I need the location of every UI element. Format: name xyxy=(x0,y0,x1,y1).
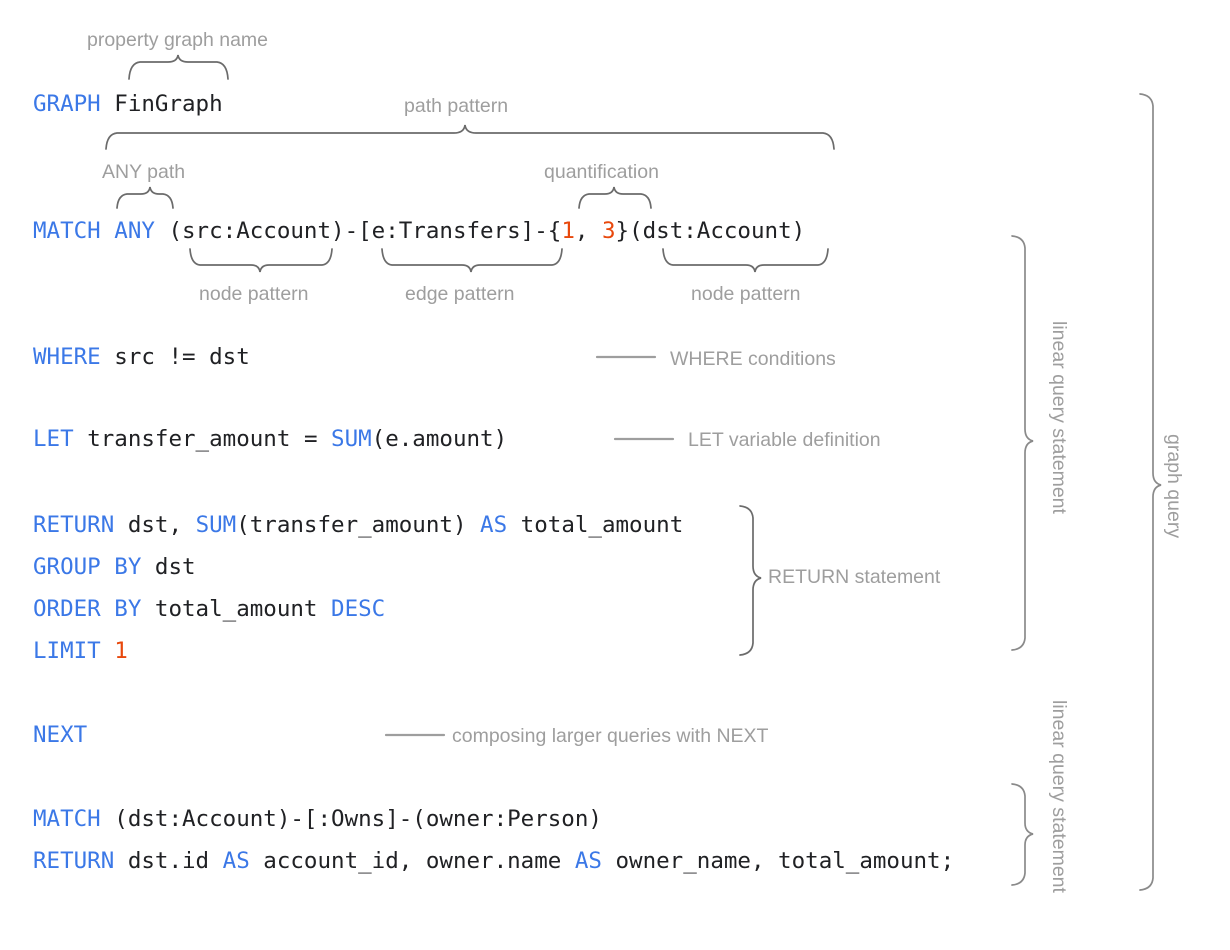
group-by-expression: dst xyxy=(154,554,196,580)
quantifier-lower-bound: 1 xyxy=(561,218,575,244)
code-line-match: MATCH ANY (src:Account)-[e:Transfers]-{1… xyxy=(33,220,805,243)
keyword-group-by: GROUP BY xyxy=(33,554,142,580)
owns-path-pattern: (dst:Account)-[:Owns]-(owner:Person) xyxy=(114,806,602,832)
dash-1: - xyxy=(344,218,359,244)
brace-edge-pattern xyxy=(381,248,563,273)
code-line-limit: LIMIT 1 xyxy=(33,640,128,663)
brace-node-pattern-left xyxy=(189,248,333,273)
label-path-pattern: path pattern xyxy=(404,95,509,117)
dash-2: - xyxy=(534,218,548,244)
label-linear-query-statement-2: linear query statement xyxy=(1048,700,1070,893)
keyword-return: RETURN xyxy=(33,512,115,538)
space xyxy=(290,426,304,452)
space xyxy=(101,91,115,117)
space xyxy=(141,554,155,580)
code-line-order-by: ORDER BY total_amount DESC xyxy=(33,598,385,621)
brace-quantification xyxy=(578,186,652,209)
brace-property-graph-name xyxy=(128,54,229,80)
function-sum: SUM xyxy=(195,512,237,538)
return2-alias-1: account_id, owner.name xyxy=(249,848,575,874)
code-line-group-by: GROUP BY dst xyxy=(33,556,196,579)
space xyxy=(114,512,128,538)
quantifier-upper-bound: 3 xyxy=(601,218,616,244)
space xyxy=(101,638,115,664)
brace-linear-query-statement-1 xyxy=(1011,235,1034,651)
label-node-pattern-right: node pattern xyxy=(691,283,801,305)
label-edge-pattern: edge pattern xyxy=(405,283,515,305)
keyword-as: AS xyxy=(480,512,508,538)
label-where-conditions: WHERE conditions xyxy=(670,348,836,370)
space xyxy=(317,596,331,622)
keyword-as: AS xyxy=(574,848,602,874)
keyword-return: RETURN xyxy=(33,848,115,874)
space xyxy=(101,344,115,370)
label-let-variable-definition: LET variable definition xyxy=(688,429,881,451)
space xyxy=(101,806,115,832)
order-by-expression: total_amount xyxy=(154,596,318,622)
keyword-limit: LIMIT xyxy=(33,638,101,664)
return2-alias-2: owner_name, total_amount; xyxy=(601,848,955,874)
keyword-graph: GRAPH xyxy=(33,91,101,117)
brace-linear-query-statement-2 xyxy=(1011,783,1034,886)
keyword-any: ANY xyxy=(114,218,155,244)
space xyxy=(101,218,115,244)
label-property-graph-name: property graph name xyxy=(87,29,269,51)
label-any-path: ANY path xyxy=(102,161,186,183)
limit-value: 1 xyxy=(114,638,128,664)
quantifier-separator: , xyxy=(574,218,602,244)
brace-any-path xyxy=(116,186,174,209)
brace-graph-query xyxy=(1139,93,1162,891)
node-pattern-dst: (dst:Account) xyxy=(629,218,806,244)
code-line-return-2: RETURN dst.id AS account_id, owner.name … xyxy=(33,850,954,873)
label-next-composing: composing larger queries with NEXT xyxy=(452,725,769,747)
code-line-graph: GRAPH FinGraph xyxy=(33,93,223,116)
where-expression: src != dst xyxy=(114,344,250,370)
space xyxy=(141,596,155,622)
code-line-next: NEXT xyxy=(33,724,87,747)
label-graph-query: graph query xyxy=(1163,434,1185,539)
code-line-let: LET transfer_amount = SUM(e.amount) xyxy=(33,428,507,451)
label-quantification: quantification xyxy=(544,161,659,183)
label-linear-query-statement-1: linear query statement xyxy=(1048,321,1070,514)
return-columns: dst, xyxy=(127,512,196,538)
edge-pattern-transfers: [e:Transfers] xyxy=(358,218,535,244)
code-line-return-1: RETURN dst, SUM(transfer_amount) AS tota… xyxy=(33,514,683,537)
brace-return-statement xyxy=(739,505,762,656)
space xyxy=(114,848,128,874)
arrowhead-let xyxy=(606,432,622,446)
quantifier-close-brace: } xyxy=(615,218,630,244)
brace-path-pattern xyxy=(105,124,835,150)
function-sum: SUM xyxy=(331,426,372,452)
code-line-where: WHERE src != dst xyxy=(33,346,250,369)
graph-name-value: FinGraph xyxy=(114,91,223,117)
arrowhead-next xyxy=(377,728,393,742)
label-return-statement: RETURN statement xyxy=(768,566,941,588)
keyword-let: LET xyxy=(33,426,74,452)
code-line-match-2: MATCH (dst:Account)-[:Owns]-(owner:Perso… xyxy=(33,808,602,831)
label-node-pattern-left: node pattern xyxy=(199,283,309,305)
let-variable-name: transfer_amount xyxy=(87,426,291,452)
space xyxy=(155,218,169,244)
keyword-desc: DESC xyxy=(331,596,386,622)
keyword-next: NEXT xyxy=(33,722,88,748)
equals-sign: = xyxy=(303,426,318,452)
sum-argument: (transfer_amount) xyxy=(236,512,481,538)
keyword-match: MATCH xyxy=(33,218,101,244)
node-pattern-src: (src:Account) xyxy=(168,218,345,244)
arrowhead-where xyxy=(588,350,604,364)
space xyxy=(74,426,88,452)
sum-argument: (e.amount) xyxy=(371,426,508,452)
brace-node-pattern-right xyxy=(662,248,829,273)
quantifier-open-brace: { xyxy=(547,218,562,244)
space xyxy=(317,426,331,452)
return-alias: total_amount xyxy=(507,512,684,538)
keyword-order-by: ORDER BY xyxy=(33,596,142,622)
keyword-where: WHERE xyxy=(33,344,101,370)
return2-col-1: dst.id xyxy=(127,848,223,874)
keyword-as: AS xyxy=(222,848,250,874)
keyword-match: MATCH xyxy=(33,806,101,832)
